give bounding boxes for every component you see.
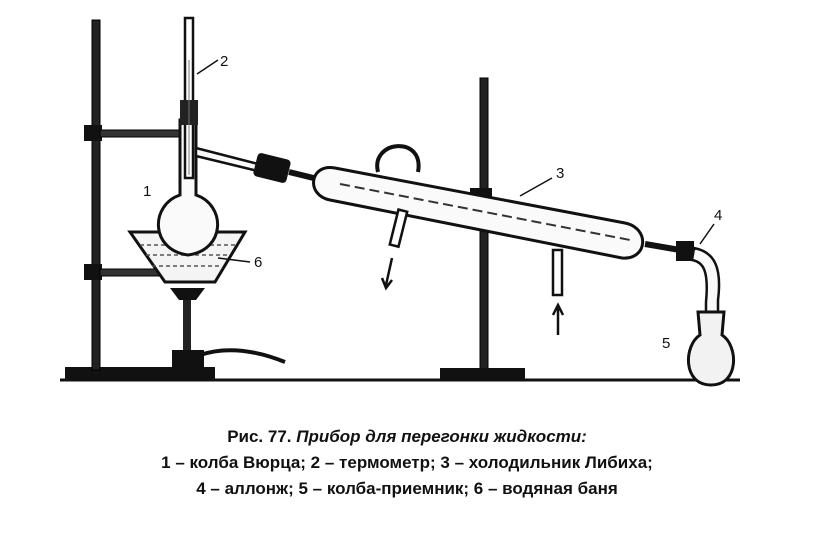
caption-line-2: 1 – колба Вюрца; 2 – термометр; 3 – холо… xyxy=(161,453,653,472)
figure-caption: Рис. 77. Прибор для перегонки жидкости: … xyxy=(0,424,814,502)
distillation-apparatus-diagram: 1 2 3 4 5 6 xyxy=(60,16,740,387)
label-water-bath: 6 xyxy=(254,254,262,271)
leader-condenser xyxy=(519,177,553,197)
caption-line-3: 4 – аллонж; 5 – колба-приемник; 6 – водя… xyxy=(196,479,618,498)
burner xyxy=(170,288,286,370)
leader-adapter xyxy=(699,223,715,245)
label-thermometer: 2 xyxy=(220,53,228,70)
thermometer xyxy=(180,16,198,180)
label-condenser: 3 xyxy=(556,165,564,182)
caption-title: Прибор для перегонки жидкости: xyxy=(296,427,587,446)
label-adapter: 4 xyxy=(714,207,722,224)
liebig-condenser xyxy=(312,144,645,335)
leader-water-bath xyxy=(217,257,251,263)
adapter xyxy=(644,241,721,320)
receiver-flask xyxy=(687,310,735,387)
wurtz-flask xyxy=(156,118,264,257)
label-flask: 1 xyxy=(143,183,151,200)
caption-prefix: Рис. 77. xyxy=(227,427,292,446)
leader-thermometer xyxy=(196,59,219,75)
label-receiver: 5 xyxy=(662,335,670,352)
caption-line-1: Рис. 77. Прибор для перегонки жидкости: xyxy=(0,424,814,450)
